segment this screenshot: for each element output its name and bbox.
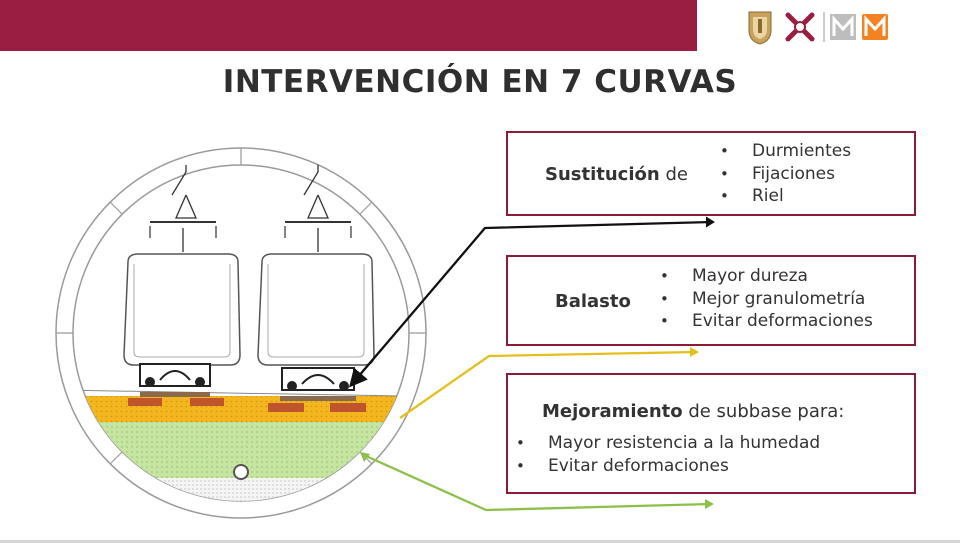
list-item: Evitar deformaciones	[660, 310, 873, 333]
sustitucion-list: Durmientes Fijaciones Riel	[720, 140, 851, 208]
balasto-box: Balasto Mayor dureza Mejor granulometría…	[506, 255, 916, 346]
list-item: Fijaciones	[720, 163, 851, 186]
arrow-balasto	[399, 350, 697, 419]
sustitucion-heading: Sustitución de	[545, 164, 688, 185]
drain-pipe	[233, 464, 249, 480]
arrow-subbase	[365, 454, 712, 512]
cdmx-emblem-logo	[785, 12, 815, 42]
mejoramiento-label: Mejoramiento	[542, 401, 683, 422]
list-item: Mayor dureza	[660, 265, 873, 288]
mejoramiento-list: Mayor resistencia a la humedad Evitar de…	[516, 432, 820, 477]
list-item: Mejor granulometría	[660, 288, 873, 311]
metro-logo-orange	[862, 14, 888, 40]
cdmx-coat-of-arms-logo	[748, 11, 772, 45]
metro-logo-gray	[830, 14, 856, 40]
sustitucion-box: Sustitución de Durmientes Fijaciones Rie…	[506, 131, 916, 216]
page-title: INTERVENCIÓN EN 7 CURVAS	[222, 64, 738, 100]
mejoramiento-heading: Mejoramiento de subbase para:	[542, 401, 844, 422]
balasto-list: Mayor dureza Mejor granulometría Evitar …	[660, 265, 873, 333]
list-item: Evitar deformaciones	[516, 455, 820, 478]
balasto-heading: Balasto	[555, 291, 631, 312]
list-item: Riel	[720, 185, 851, 208]
list-item: Durmientes	[720, 140, 851, 163]
balasto-label: Balasto	[555, 291, 631, 312]
sustitucion-label: Sustitución	[545, 164, 660, 185]
bottom-divider	[0, 540, 960, 543]
header-bar	[0, 0, 697, 51]
train-car-left	[123, 165, 241, 406]
header-logos	[748, 11, 888, 45]
mejoramiento-label-rest: de subbase para:	[682, 401, 845, 422]
arrow-sustitucion	[349, 220, 713, 388]
mejoramiento-box: Mejoramiento de subbase para: Mayor resi…	[506, 373, 916, 494]
sustitucion-label-rest: de	[659, 164, 688, 185]
train-car-right	[257, 165, 375, 412]
list-item: Mayor resistencia a la humedad	[516, 432, 820, 455]
